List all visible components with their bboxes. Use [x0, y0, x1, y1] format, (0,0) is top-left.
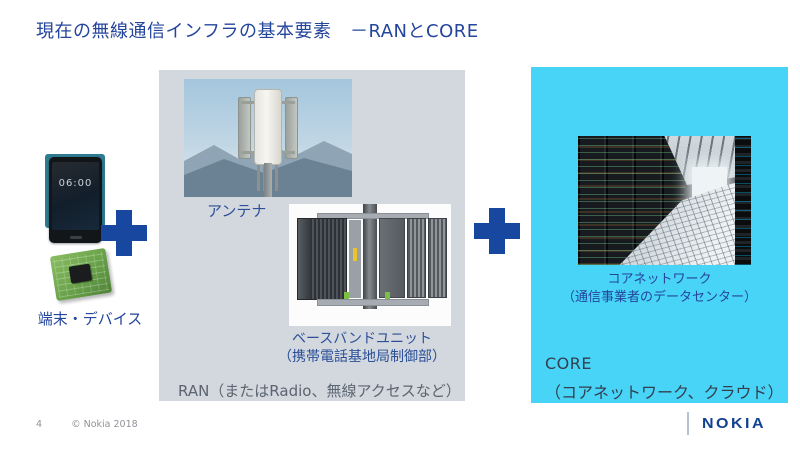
bbu-led — [344, 292, 349, 299]
core-subtitle: （コアネットワーク、クラウド） — [545, 383, 784, 402]
bbu-pole — [363, 204, 377, 309]
page-title: 現在の無線通信インフラの基本要素 －RANとCORE — [36, 21, 479, 42]
plus-vertical-bar — [489, 208, 505, 254]
bbu-frame — [379, 218, 405, 298]
baseband-label-line2: （携帯電話基地局制御部） — [278, 349, 446, 366]
core-title: CORE — [545, 354, 592, 373]
smartphone-screen: 06:00 — [52, 162, 99, 230]
antenna-photo — [184, 79, 352, 197]
bbu-left-module — [297, 218, 347, 300]
baseband-unit-photo — [289, 204, 451, 326]
bbu-right-module — [407, 218, 426, 298]
plus-icon — [474, 208, 520, 254]
core-network-label-line2: （通信事業者のデータセンター） — [561, 289, 757, 305]
antenna-pole — [264, 163, 272, 197]
brand-area: NOKIA — [687, 412, 766, 435]
brand-divider — [687, 412, 689, 435]
page-number: 4 — [36, 419, 43, 430]
plus-icon — [101, 210, 147, 256]
phone-home-bar — [69, 236, 82, 239]
bbu-led — [385, 292, 390, 299]
bbu-mid-module — [349, 220, 361, 298]
ran-box-label: RAN（またはRadio、無線アクセスなど） — [178, 382, 461, 400]
footer: 4 © Nokia 2018 — [36, 419, 138, 430]
copyright-text: © Nokia 2018 — [71, 419, 138, 430]
core-network-label-line1: コアネットワーク — [607, 272, 712, 287]
baseband-label-line1: ベースバンドユニット — [292, 331, 432, 347]
device-label: 端末・デバイス — [37, 310, 143, 328]
ran-box: アンテナ ベースバンドユニット （携帯電話基地局制御部） RAN（またはRadi… — [159, 70, 465, 401]
bbu-right-module — [428, 218, 447, 298]
core-box: コアネットワーク （通信事業者のデータセンター） CORE （コアネットワーク、… — [531, 67, 788, 403]
antenna-main-panel — [254, 89, 282, 165]
plus-vertical-bar — [116, 210, 132, 256]
phone-clock: 06:00 — [58, 178, 93, 190]
antenna-label: アンテナ — [207, 202, 267, 220]
smartphone-body: 06:00 — [49, 157, 102, 243]
bbu-bracket — [317, 299, 429, 306]
nokia-logo: NOKIA — [702, 414, 767, 432]
antenna-side-panel — [238, 97, 251, 159]
datacenter-photo — [578, 136, 751, 265]
core-network-label: コアネットワーク （通信事業者のデータセンター） — [531, 271, 788, 306]
antenna-side-panel — [285, 97, 298, 159]
bbu-bracket — [317, 213, 429, 219]
baseband-label: ベースバンドユニット （携帯電話基地局制御部） — [262, 330, 462, 366]
server-rack-right — [735, 136, 751, 265]
smartphone-image: 06:00 — [45, 154, 105, 243]
